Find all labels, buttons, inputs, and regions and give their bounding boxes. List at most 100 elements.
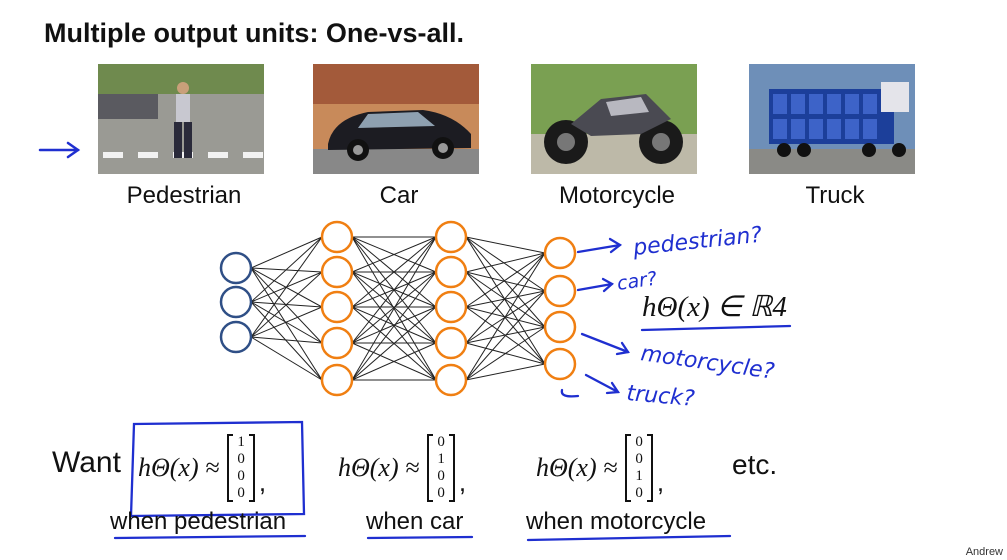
vector-entry: 0 <box>635 434 643 450</box>
highlight-box <box>129 420 306 518</box>
hidden-unit <box>434 363 468 397</box>
vector-entry: 1 <box>237 434 245 450</box>
pedestrian-photo <box>98 64 264 174</box>
network-edge <box>250 271 323 338</box>
car-photo <box>313 64 479 174</box>
network-edge <box>250 236 323 338</box>
network-edge <box>351 306 437 344</box>
etc-label: etc. <box>732 449 778 480</box>
caption-pedestrian: Pedestrian <box>126 182 242 209</box>
network-edge <box>465 236 546 292</box>
label-when-car: when car <box>366 508 464 535</box>
hidden-unit <box>434 326 468 360</box>
underline-motorcycle <box>526 534 732 542</box>
network-nodes <box>219 220 577 397</box>
vector-entry: 0 <box>237 468 245 484</box>
arrow-icon <box>38 141 81 159</box>
network-edge <box>250 306 323 338</box>
arrow-icon <box>580 332 630 354</box>
author-footer: Andrew <box>965 546 1003 558</box>
network-edge <box>250 267 323 381</box>
caption-motorcycle: Motorcycle <box>558 182 676 209</box>
hidden-unit <box>320 255 354 289</box>
label-when-motorcycle: when motorcycle <box>526 508 707 535</box>
hypothesis-underline <box>640 324 792 332</box>
hypothesis-expression: hΘ(x) ∈ ℝ4 <box>642 291 787 323</box>
network-edge <box>351 271 437 381</box>
vector-entry: 0 <box>437 434 445 450</box>
network-edge <box>465 252 546 308</box>
network-edge <box>351 342 437 381</box>
network-edge <box>351 236 437 308</box>
network-edge <box>250 301 323 381</box>
network-edge <box>465 252 546 381</box>
arrow-icon <box>584 373 620 394</box>
hidden-unit <box>320 363 354 397</box>
network-edge <box>351 236 437 381</box>
hidden-unit <box>320 326 354 360</box>
output-unit <box>543 236 577 270</box>
network-edge <box>465 290 546 381</box>
arrow-icon <box>576 282 614 292</box>
slide-title: Multiple output units: One-vs-all. <box>44 18 464 48</box>
vector-entry: 0 <box>437 468 445 484</box>
arrow-icon <box>576 243 622 254</box>
hypothesis-approx: hΘ(x) ≈ <box>138 453 220 482</box>
network-edge <box>250 336 323 381</box>
network-edge <box>465 236 546 365</box>
vector-entry: 1 <box>437 451 445 467</box>
hidden-unit <box>320 220 354 254</box>
underline-car <box>366 535 474 540</box>
network-edge <box>250 267 323 344</box>
network-edge <box>465 363 546 381</box>
output-unit <box>543 274 577 308</box>
hidden-unit <box>434 255 468 289</box>
caption-truck: Truck <box>805 182 865 209</box>
network-edge <box>465 271 546 365</box>
network-edge <box>465 271 546 292</box>
network-edge <box>465 252 546 344</box>
output-unit <box>543 347 577 381</box>
output-label-truck: truck? <box>625 381 695 412</box>
network-edge <box>351 271 437 344</box>
arrow-icon <box>608 237 623 254</box>
vector-entry: 0 <box>237 451 245 467</box>
output-label-pedestrian: pedestrian? <box>631 223 764 262</box>
network-edge <box>351 236 437 344</box>
network-edge <box>465 290 546 308</box>
network-edges <box>250 236 546 381</box>
hidden-unit <box>434 290 468 324</box>
motorcycle-photo <box>531 64 697 174</box>
label-when-pedestrian: when pedestrian <box>110 508 287 535</box>
hidden-unit <box>434 220 468 254</box>
network-edge <box>465 252 546 273</box>
hidden-unit <box>320 290 354 324</box>
network-edge <box>465 326 546 381</box>
network-edge <box>250 236 323 303</box>
vector-entry: 0 <box>437 485 445 501</box>
arrow-icon <box>601 277 614 293</box>
arrow-icon <box>560 388 580 398</box>
underline-pedestrian <box>113 534 307 540</box>
vector-entry: 1 <box>635 468 643 484</box>
hypothesis-approx: hΘ(x) ≈ <box>338 453 420 482</box>
vector-entry: 0 <box>635 451 643 467</box>
caption-car: Car <box>379 182 419 209</box>
output-unit <box>543 310 577 344</box>
vector-entry: 0 <box>635 485 643 501</box>
network-edge <box>351 236 437 273</box>
network-edge <box>465 236 546 254</box>
arrow-icon <box>605 381 621 395</box>
input-unit <box>219 251 253 285</box>
input-unit <box>219 285 253 319</box>
input-unit <box>219 320 253 354</box>
output-label-motorcycle: motorcycle? <box>639 341 776 385</box>
truck-photo <box>749 64 915 174</box>
